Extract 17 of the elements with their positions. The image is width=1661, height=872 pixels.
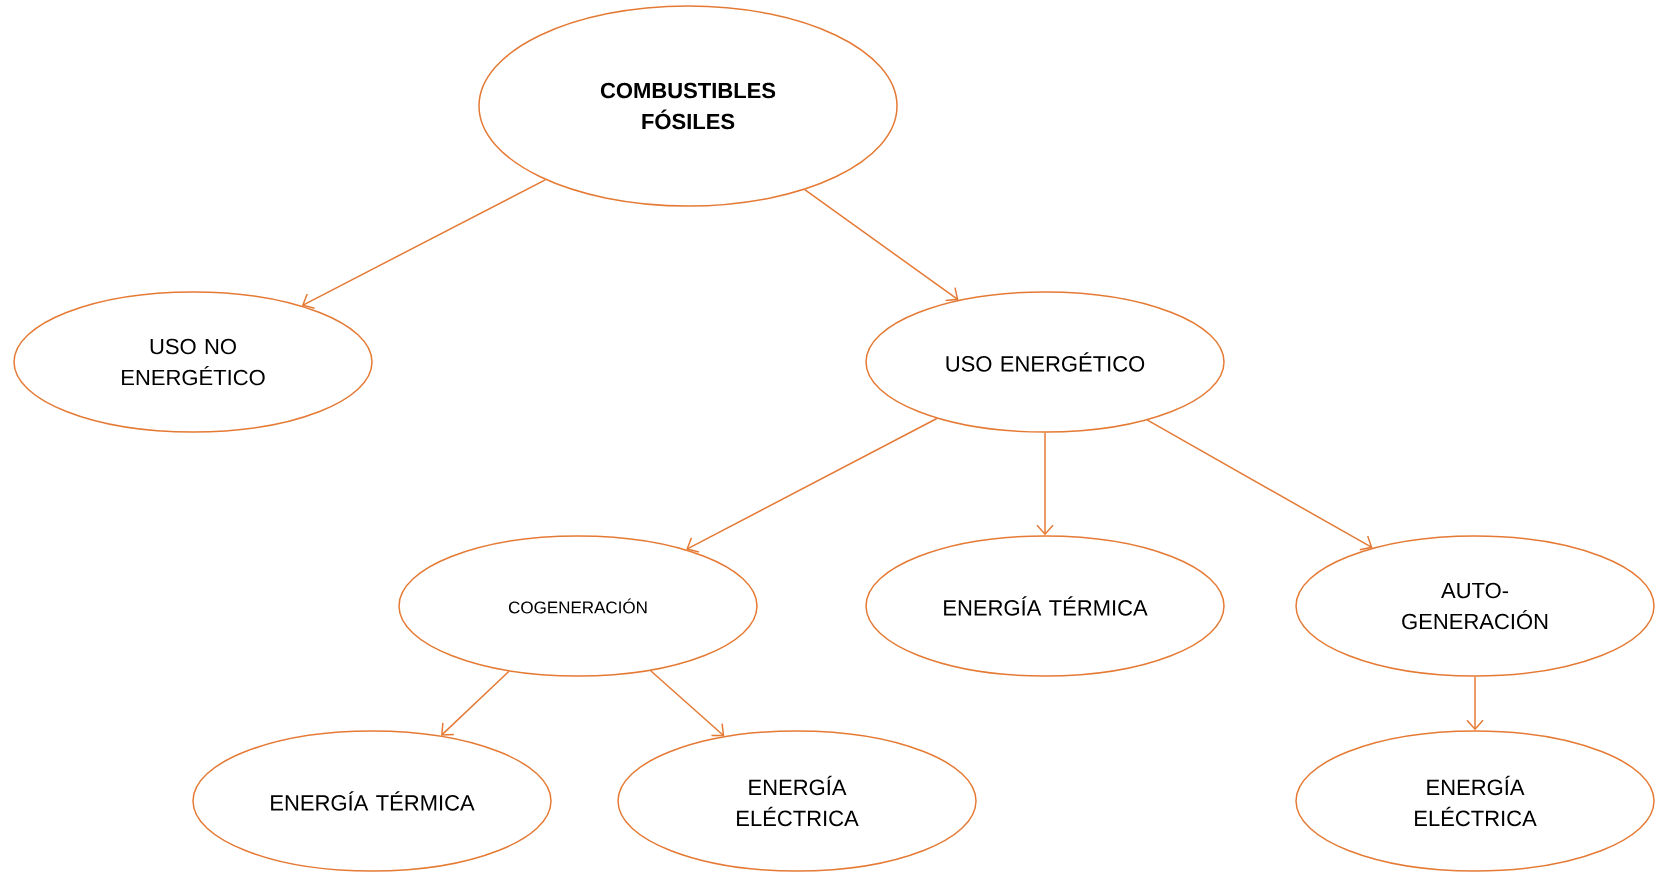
arrow: [686, 417, 938, 553]
ellipse-node: USO ENERGÉTICO: [865, 291, 1225, 433]
arrow: [804, 188, 959, 302]
arrow: [1036, 432, 1054, 536]
ellipse-node: USO NO ENERGÉTICO: [13, 291, 373, 433]
ellipse-node: ENERGÍA TÉRMICA: [192, 730, 552, 872]
arrow: [441, 670, 510, 736]
ellipse-node: ENERGÍA ELÉCTRICA: [617, 730, 977, 872]
arrow: [1466, 676, 1484, 731]
ellipse-node: AUTO-GENERACIÓN: [1295, 535, 1655, 677]
ellipse-node: ENERGÍA TÉRMICA: [865, 535, 1225, 677]
arrow: [301, 179, 546, 309]
ellipse-node: COMBUSTIBLES FÓSILES: [478, 5, 898, 207]
arrow: [649, 669, 725, 737]
ellipse-node: COGENERACIÓN: [398, 535, 758, 677]
ellipse-node: ENERGÍA ELÉCTRICA: [1295, 730, 1655, 872]
arrow: [1146, 419, 1373, 551]
